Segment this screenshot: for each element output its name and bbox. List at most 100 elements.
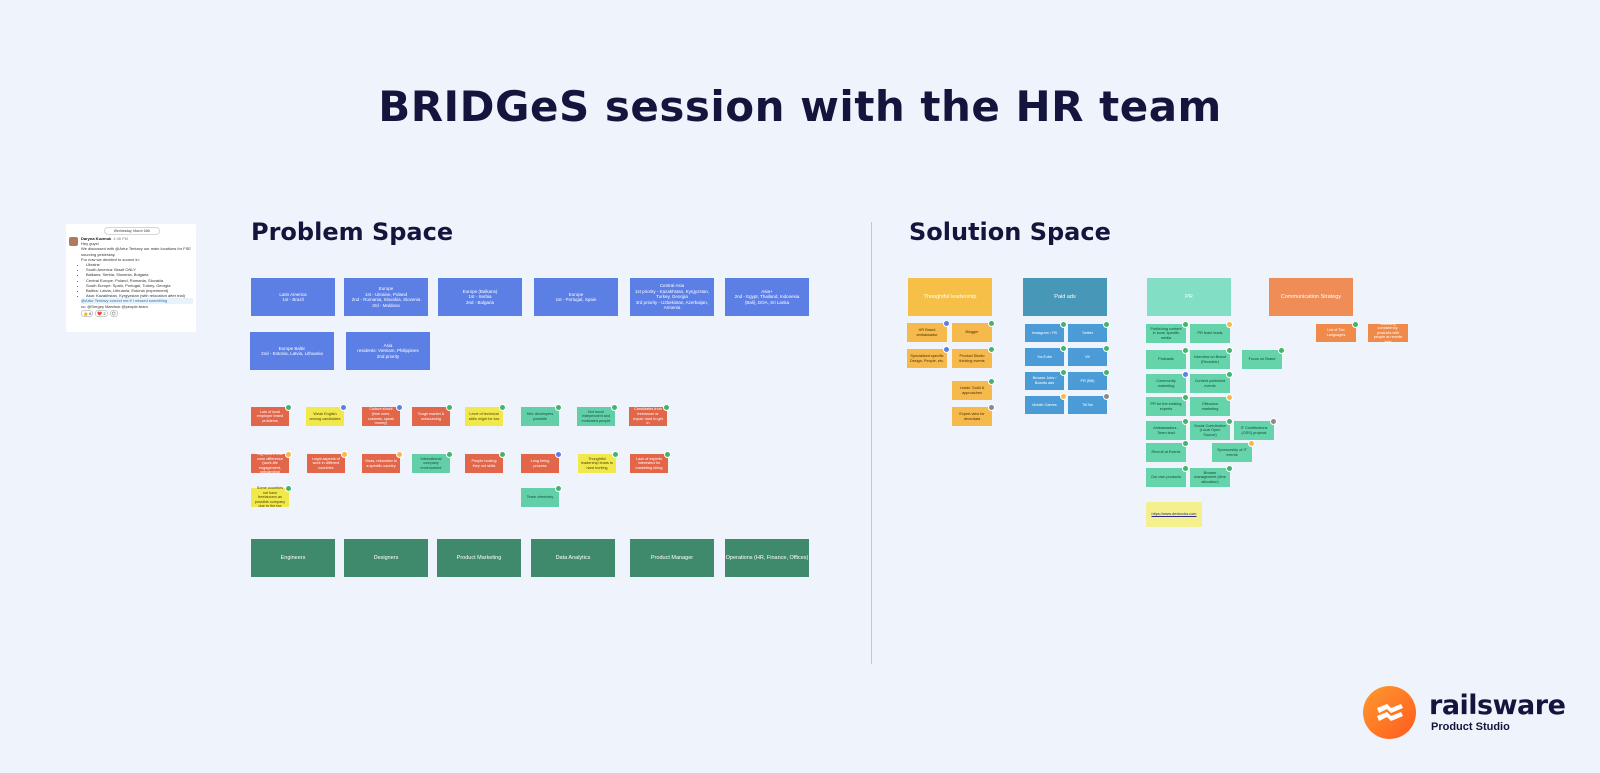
sticky-note: Twitter: [1068, 321, 1110, 342]
sticky-note: YouTube: [1025, 345, 1067, 366]
vote-dot: [1226, 418, 1233, 425]
list-item: Central Europe: Poland, Romania, Slovaki…: [86, 278, 193, 283]
sticky-note: Team chemistry: [521, 485, 562, 507]
sticky-note: PR (Bill): [1068, 369, 1110, 390]
sticky-note: Instagram / FB: [1025, 321, 1067, 342]
sticky-note: Podcasts: [1146, 347, 1189, 369]
vote-dot: [555, 451, 562, 458]
vote-dot: [1182, 418, 1189, 425]
vote-dot: [988, 346, 995, 353]
vote-dot: [555, 404, 562, 411]
sticky-note: Community marketing: [1146, 371, 1189, 393]
list-item: Balkans: Serbia, Slovenia, Bulgaria: [86, 272, 193, 277]
sticky-note: People looking they not skills: [465, 451, 506, 473]
date-divider: Wednesday, March 16th: [104, 227, 160, 235]
sticky-note: Expert-view for devs/data: [952, 404, 995, 426]
vote-dot: [1103, 345, 1110, 352]
sticky-note: Blogger: [952, 320, 995, 342]
sticky-note: Weak English among candidates: [306, 404, 347, 426]
sticky-note: TikTok: [1068, 393, 1110, 414]
vote-dot: [1060, 345, 1067, 352]
problem-space-title: Problem Space: [251, 218, 454, 246]
sticky-note: Not much independent and motivated peopl…: [577, 404, 618, 426]
message-list: Ukraine South America: Brazil ONLY Balka…: [81, 262, 193, 298]
sticky-note: HR Brand ambassador: [907, 320, 950, 342]
brand-name: railsware: [1429, 690, 1566, 721]
vote-dot: [499, 451, 506, 458]
vote-dot: [1278, 347, 1285, 354]
vote-dot: [1226, 394, 1233, 401]
sticky-note: Visas, relocation to a specific country: [362, 451, 403, 473]
vote-dot: [1270, 418, 1277, 425]
region-card: Europe 1st - Ukraine, Poland 2nd - Roman…: [344, 278, 428, 316]
sticky-note: Branding consistency: products with peop…: [1368, 322, 1408, 344]
vote-dot: [341, 451, 348, 458]
sticky-note: Leads' Guild & approaches: [952, 378, 995, 400]
vote-dot: [663, 404, 670, 411]
sticky-note: VK: [1068, 345, 1110, 366]
vote-dot: [1182, 440, 1189, 447]
sticky-note: Ambassadors - Team lead: [1146, 418, 1189, 440]
list-item: Asia: Kazakhstan, Kyrgyzstan (with reloc…: [86, 293, 193, 298]
sender-name: Daryna Kuzmuk: [81, 236, 112, 241]
sticky-note: Thoughtful leadership leads to hard hunt…: [578, 451, 619, 473]
message-line: We discussed with @Artur Tentavy our mai…: [81, 246, 191, 257]
sticky-note: Browse management (time allocation): [1190, 465, 1233, 487]
vote-dot: [1226, 321, 1233, 328]
sticky-note: Significant time zone difference (work-l…: [251, 451, 292, 474]
category-card: Communication Strategy: [1269, 278, 1353, 316]
vote-dot: [446, 451, 453, 458]
section-divider: [871, 222, 872, 664]
vote-dot: [1352, 321, 1359, 328]
region-card: Europe Baltic 2nd - Estonia, Latvia, Lit…: [250, 332, 334, 370]
sticky-note: Some countries not have freelancers as p…: [251, 485, 292, 508]
sticky-note: Candidates from freelancer or expat: har…: [629, 404, 670, 426]
vote-dot: [1103, 321, 1110, 328]
vote-dot: [988, 320, 995, 327]
sticky-note: Tough market & outsourcing: [412, 404, 453, 426]
sticky-note: Interview on Brand (Recruiter): [1190, 347, 1233, 369]
vote-dot: [285, 485, 292, 492]
vote-dot: [396, 404, 403, 411]
sticky-note: Legal aspects of work in different count…: [307, 451, 348, 473]
vote-dot: [1182, 371, 1189, 378]
message-footer: @Artur Tentavy correct me if I missed so…: [81, 298, 193, 304]
reaction[interactable]: 😊: [109, 309, 118, 318]
sticky-note: Social Contribution (Local Open Source): [1190, 418, 1233, 440]
sticky-note: Level of technical skills might be low: [465, 404, 506, 426]
category-card: PR: [1147, 278, 1231, 316]
avatar: [69, 237, 78, 246]
role-card: Engineers: [251, 539, 335, 577]
vote-dot: [1060, 369, 1067, 376]
vote-dot: [988, 378, 995, 385]
vote-dot: [664, 451, 671, 458]
region-card: Europe (Balkans) 1st - Serbia 2nd - Bulg…: [438, 278, 522, 316]
vote-dot: [943, 346, 950, 353]
reaction[interactable]: 👍 6: [81, 309, 94, 318]
vote-dot: [1060, 321, 1067, 328]
sticky-note: IT Contributions (OSS) projects: [1234, 418, 1277, 440]
sticky-note: Content published events: [1190, 371, 1233, 393]
vote-dot: [1182, 465, 1189, 472]
vote-dot: [1226, 371, 1233, 378]
vote-dot: [1226, 465, 1233, 472]
sticky-note: International company environment: [412, 451, 453, 473]
category-card: Thoughtful leadership: [908, 278, 992, 316]
region-card: Asia+ 2nd - Egypt, Thailand, Indonesia (…: [725, 278, 809, 316]
sticky-note: Product Studio thinking events: [952, 346, 995, 368]
list-item: Baltics: Latvia, Lithuania, Estonia (exp…: [86, 288, 193, 293]
sticky-note: Our own products: [1146, 465, 1189, 487]
vote-dot: [446, 404, 453, 411]
region-card: Asia residents: Vietnam, Philippines 2nd…: [346, 332, 430, 370]
link-sticky[interactable]: https://www.devbooks.com: [1146, 502, 1202, 527]
message-time: 4:46 PM: [113, 236, 129, 241]
reaction[interactable]: ❤️ 2: [95, 309, 108, 318]
vote-dot: [1248, 440, 1255, 447]
vote-dot: [612, 451, 619, 458]
vote-dot: [396, 451, 403, 458]
region-card: Europe 1st - Portugal, Spain: [534, 278, 618, 316]
sticky-note: Browse Jobs / Boards ads: [1025, 369, 1067, 390]
sticky-note: Recruit at Events: [1146, 440, 1189, 462]
sticky-note: PR team leads: [1190, 321, 1233, 343]
